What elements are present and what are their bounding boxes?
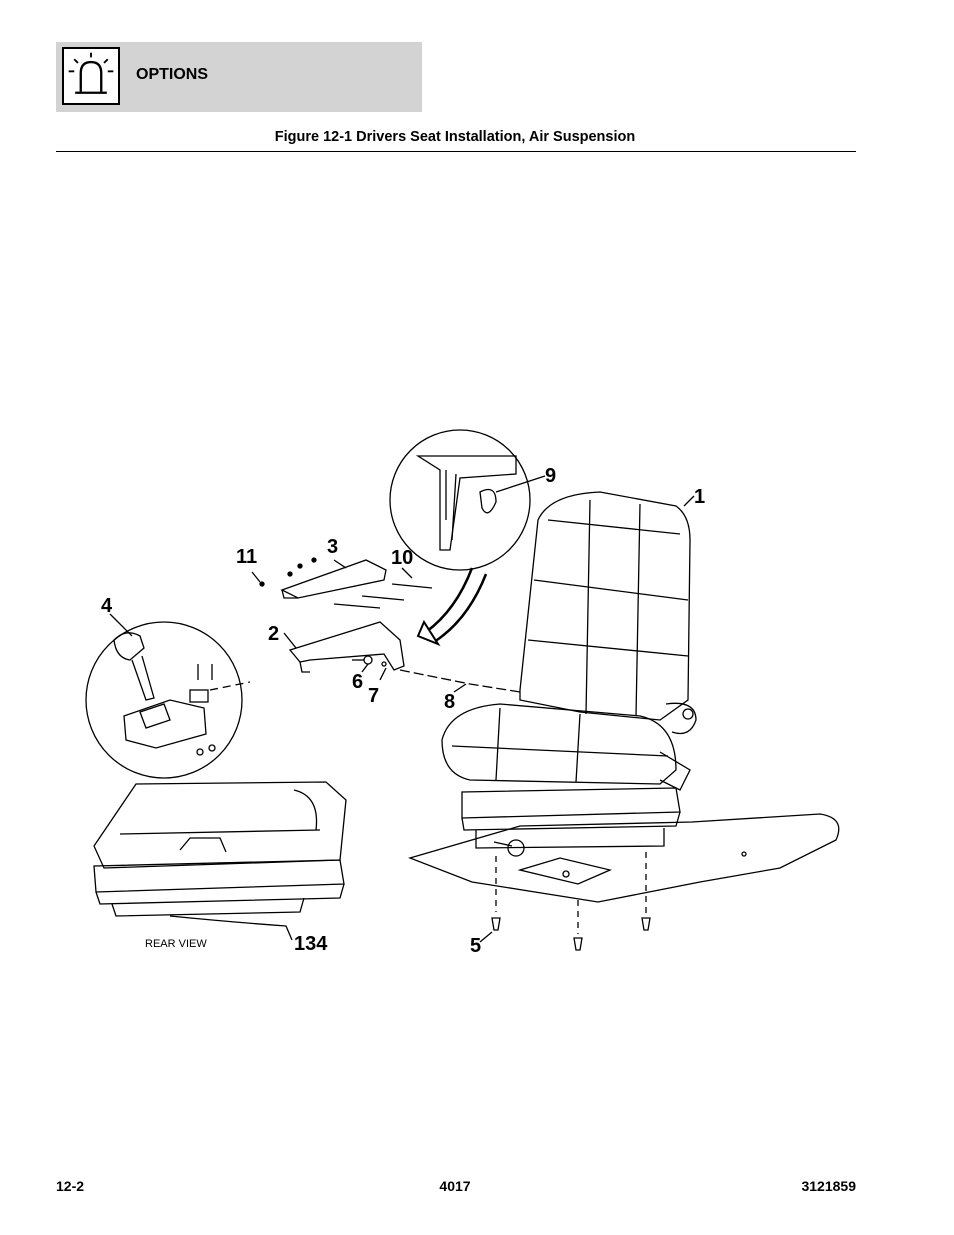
detail-circle-joystick — [85, 621, 243, 779]
model-number: 4017 — [439, 1178, 471, 1194]
figure-title: Figure 12-1 Drivers Seat Installation, A… — [274, 129, 636, 145]
rear-view-label: REAR VIEW — [145, 938, 207, 950]
manual-number: 3121859 — [801, 1178, 856, 1194]
callout-10: 10 — [391, 547, 413, 569]
callout-11: 11 — [236, 546, 257, 568]
callout-134: 134 — [294, 933, 328, 955]
callout-1: 1 — [694, 486, 705, 508]
callout-8: 8 — [444, 691, 455, 713]
callout-2: 2 — [268, 623, 279, 645]
header-rule — [56, 151, 856, 152]
callout-9: 9 — [545, 465, 556, 487]
callout-4: 4 — [101, 595, 113, 617]
callout-5: 5 — [470, 935, 481, 957]
warning-beacon-icon — [62, 47, 120, 105]
callout-7: 7 — [368, 685, 379, 707]
callout-6: 6 — [352, 671, 363, 693]
detail-circle-latch — [389, 429, 531, 571]
section-title: OPTIONS — [136, 66, 209, 83]
page-number: 12-2 — [56, 1178, 85, 1194]
callout-3: 3 — [327, 536, 338, 558]
